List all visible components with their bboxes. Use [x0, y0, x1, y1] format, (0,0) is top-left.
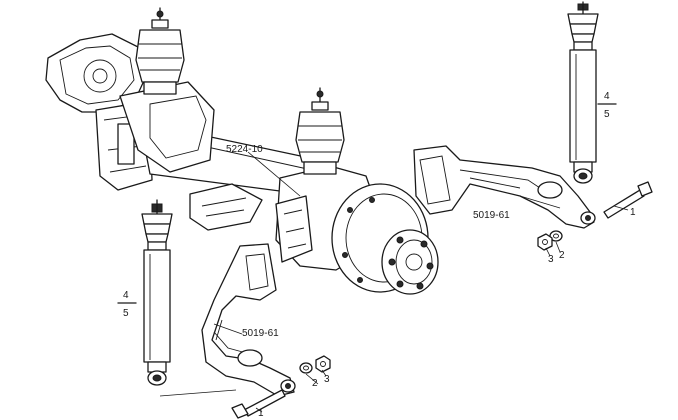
label-bolt-left: 1: [258, 408, 264, 419]
label-washer-right: 2: [559, 250, 565, 261]
leader-lines: [117, 103, 629, 413]
bolt-left: [231, 389, 286, 419]
washer-left: [299, 362, 313, 374]
label-arm-right: 5019-61: [473, 210, 510, 221]
nut-right: [537, 233, 553, 251]
label-nut-left: 3: [324, 374, 330, 385]
shock-absorber-right: [567, 1, 599, 184]
air-spring-center: [295, 87, 345, 175]
bolt-right: [603, 181, 653, 219]
label-shock-right-bottom: 5: [604, 109, 610, 120]
label-axle: 5224-10: [226, 144, 263, 155]
label-bolt-right: 1: [630, 207, 636, 218]
nut-left: [315, 355, 331, 373]
label-arm-left: 5019-61: [242, 328, 279, 339]
label-shock-left-bottom: 5: [123, 308, 129, 319]
trailing-arm-right: [413, 145, 596, 229]
label-shock-left-top: 4: [123, 290, 129, 301]
air-spring-left: [135, 7, 185, 95]
label-washer-left: 2: [312, 378, 318, 389]
shock-absorber-left: [141, 199, 173, 386]
label-shock-right-top: 4: [604, 91, 610, 102]
label-nut-right: 3: [548, 254, 554, 265]
axle-housing: [45, 33, 439, 295]
trailing-arm-left: [201, 243, 296, 397]
